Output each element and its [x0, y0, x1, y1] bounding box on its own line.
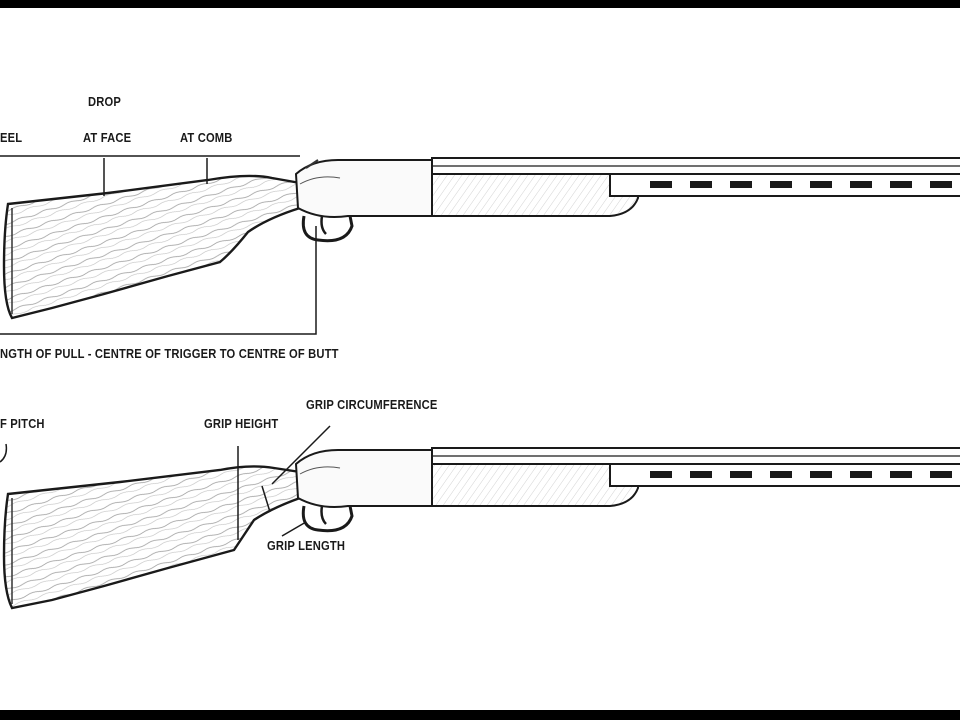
barrel-vent-slot: [930, 181, 952, 188]
barrel-vent-slot: [770, 181, 792, 188]
forend-bottom: [431, 460, 640, 507]
barrel-vent-slot: [730, 471, 752, 478]
label-heel: EEL: [0, 130, 23, 145]
dimension-lines-top: [0, 155, 317, 335]
label-grip-length: GRIP LENGTH: [267, 538, 346, 553]
label-length-of-pull: NGTH OF PULL - CENTRE OF TRIGGER TO CENT…: [0, 346, 339, 361]
dimension-lines-bottom: [0, 425, 331, 540]
label-pitch: F PITCH: [0, 416, 45, 431]
barrel-vent-slot: [690, 471, 712, 478]
barrel-vent-slot: [930, 471, 952, 478]
barrel-vent-slot: [810, 471, 832, 478]
grip-circumference-line: [271, 425, 331, 485]
label-grip-height: GRIP HEIGHT: [204, 416, 279, 431]
label-grip-circumference: GRIP CIRCUMFERENCE: [306, 397, 438, 412]
label-drop: DROP: [88, 94, 121, 109]
barrel-vent-slot: [890, 181, 912, 188]
barrel-vent-slot: [730, 181, 752, 188]
pitch-arc: [0, 443, 8, 463]
barrel-vent-slot: [850, 471, 872, 478]
barrel-vent-slot: [690, 181, 712, 188]
barrel-vent-slot: [770, 471, 792, 478]
barrel-vent-slot: [850, 181, 872, 188]
receiver-bottom: [294, 449, 433, 508]
stock-top: [2, 174, 302, 320]
barrel-vents-top: [650, 181, 952, 188]
shotgun-diagram: [0, 155, 960, 610]
trigger-guard-top: [301, 215, 354, 243]
grip-length-leader: [261, 485, 271, 513]
trigger-guard-bottom: [301, 505, 354, 533]
shotgun-top: [2, 157, 960, 320]
length-of-pull-line: [0, 226, 317, 335]
barrel-vent-slot: [650, 181, 672, 188]
label-at-comb: AT COMB: [180, 130, 233, 145]
barrel-vent-slot: [650, 471, 672, 478]
shotgun-bottom: [2, 447, 960, 610]
forend-top: [431, 170, 640, 217]
barrel-vent-slot: [810, 181, 832, 188]
stock-bottom: [2, 465, 302, 610]
barrel-vent-slot: [890, 471, 912, 478]
diagram-canvas: DROP EEL AT FACE AT COMB NGTH OF PULL - …: [0, 8, 960, 710]
grip-length-pointer: [281, 521, 307, 537]
label-at-face: AT FACE: [83, 130, 132, 145]
barrel-vents-bottom: [650, 471, 952, 478]
receiver-top: [294, 159, 433, 218]
